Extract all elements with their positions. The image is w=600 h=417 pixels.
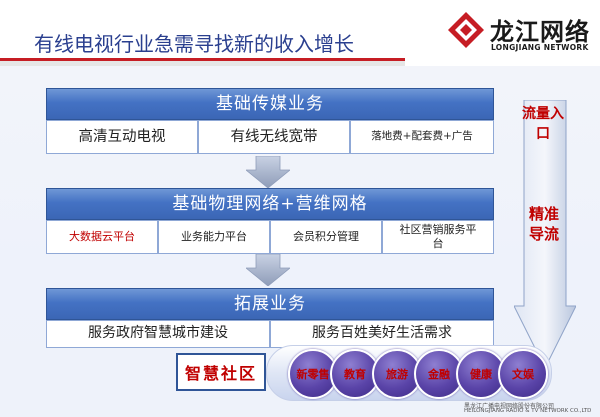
footer-company-cn: 黑龙江广播电视网络股份有限公司	[464, 403, 555, 410]
logo-name-en: LONGJIANG NETWORK	[491, 43, 589, 52]
flow-down-arrow-icon	[514, 100, 576, 368]
level3-header: 拓展业务	[46, 288, 494, 320]
flow-label-traffic-entry: 流量入口	[522, 106, 564, 142]
level2-cell-bigdata: 大数据云平台	[46, 220, 158, 254]
slide-header	[0, 0, 600, 66]
title-underline	[0, 58, 405, 66]
footer-company-en: HEILONGJIANG RADIO & TV NETWORK CO.,LTD	[464, 408, 592, 414]
down-arrow-icon	[246, 156, 290, 188]
level2-cell-community-marketing: 社区营销服务平台	[382, 220, 494, 254]
level1-cell-fees: 落地费+配套费+广告	[350, 120, 494, 154]
level3-cells: 服务政府智慧城市建设 服务百姓美好生活需求	[46, 320, 494, 348]
company-logo: 龙江网络 LONGJIANG NETWORK	[446, 8, 596, 60]
logo-emblem-icon	[448, 12, 484, 48]
level2-cell-capability: 业务能力平台	[158, 220, 270, 254]
level2-cells: 大数据云平台 业务能力平台 会员积分管理 社区营销服务平台	[46, 220, 494, 254]
level1-cell-broadband: 有线无线宽带	[198, 120, 350, 154]
level2-cell-membership: 会员积分管理	[270, 220, 382, 254]
level3-cell-citizens: 服务百姓美好生活需求	[270, 320, 494, 348]
logo-name-cn: 龙江网络	[490, 18, 590, 46]
slide-title: 有线电视行业急需寻找新的收入增长	[34, 32, 354, 56]
service-circle-education: 教育	[330, 349, 380, 399]
down-arrow-icon	[246, 254, 290, 286]
service-circle-finance: 金融	[414, 349, 464, 399]
level1-cell-hd-tv: 高清互动电视	[46, 120, 198, 154]
level1-header: 基础传媒业务	[46, 88, 494, 120]
smart-community-label: 智慧社区	[176, 353, 266, 391]
level1-cells: 高清互动电视 有线无线宽带 落地费+配套费+广告	[46, 120, 494, 154]
level2-header: 基础物理网络+营维网格	[46, 188, 494, 220]
flow-label-precise-guidance: 精准导流	[528, 205, 559, 243]
level3-cell-government: 服务政府智慧城市建设	[46, 320, 270, 348]
service-circle-health: 健康	[456, 349, 506, 399]
service-circle-entertainment: 文娱	[498, 349, 548, 399]
